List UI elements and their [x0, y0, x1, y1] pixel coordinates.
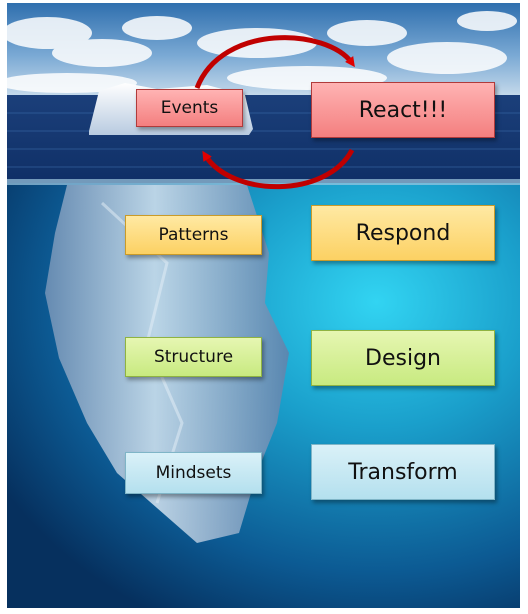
- iceberg-diagram: Events Patterns Structure Mindsets React…: [7, 3, 520, 608]
- react-label: React!!!: [311, 82, 495, 138]
- respond-label: Respond: [311, 205, 495, 261]
- structure-label: Structure: [125, 337, 262, 377]
- arrow-to-events: [202, 148, 355, 190]
- waterline: [7, 179, 520, 185]
- design-label: Design: [311, 330, 495, 386]
- mindsets-label: Mindsets: [125, 452, 262, 494]
- transform-label: Transform: [311, 444, 495, 500]
- arrow-to-react: [194, 35, 355, 89]
- clouds: [7, 11, 517, 93]
- patterns-label: Patterns: [125, 215, 262, 255]
- events-label: Events: [136, 89, 243, 127]
